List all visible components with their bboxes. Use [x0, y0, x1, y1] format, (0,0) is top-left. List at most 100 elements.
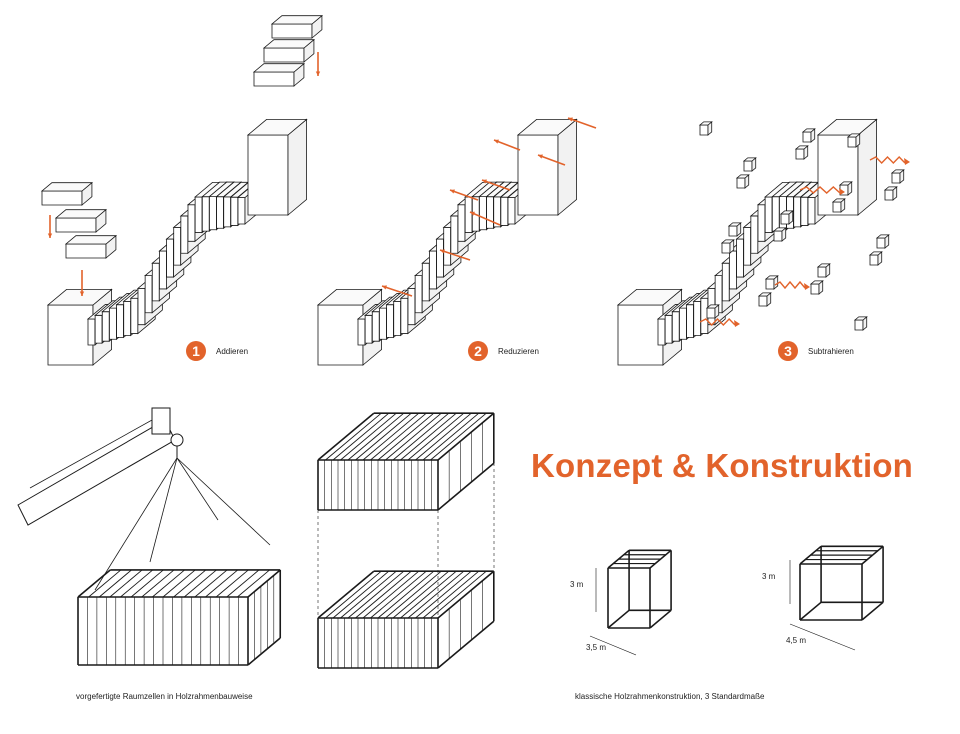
removed-block — [764, 275, 779, 290]
step-number-badge: 1 — [186, 341, 206, 361]
block-front — [317, 304, 364, 366]
block-top — [816, 119, 878, 136]
removed-block — [742, 157, 757, 172]
arrow-head — [734, 320, 740, 327]
roof-joist — [162, 569, 196, 598]
caption-modules: vorgefertigte Raumzellen in Holzrahmenba… — [76, 692, 253, 701]
block-front — [271, 23, 313, 39]
lower-module-frame — [317, 570, 495, 669]
block-front — [464, 196, 473, 233]
block-front — [758, 295, 768, 307]
step-number-badge: 2 — [468, 341, 488, 361]
block-front — [407, 287, 416, 326]
block-front — [187, 204, 196, 242]
added-block — [54, 208, 108, 233]
block-front — [263, 47, 305, 63]
roof-joist — [385, 570, 442, 619]
removed-block — [838, 181, 853, 196]
block-front — [854, 319, 864, 331]
removed-block — [794, 145, 809, 160]
frame-member — [649, 549, 672, 569]
frame-member — [607, 609, 630, 629]
frame-edge — [247, 569, 281, 598]
block-front — [764, 196, 773, 233]
block-top — [735, 174, 750, 179]
block-top — [270, 15, 324, 25]
block-top — [772, 227, 787, 232]
block-front — [436, 238, 444, 278]
frame-a-height-label: 3 m — [570, 580, 584, 589]
block-front — [429, 250, 437, 290]
arrow-head — [804, 283, 810, 290]
block-front — [800, 196, 809, 226]
block-front — [793, 196, 802, 228]
block-front — [679, 307, 687, 340]
block-front — [807, 197, 816, 225]
step-label: Subtrahieren — [808, 346, 854, 356]
block-front — [166, 238, 174, 278]
block-front — [180, 215, 189, 254]
base-block-right — [246, 118, 308, 216]
lifted-module-frame — [77, 569, 282, 666]
arrow-push-in — [567, 117, 597, 129]
block-front — [55, 217, 97, 233]
block-front — [617, 304, 664, 366]
frame-edge — [247, 637, 281, 666]
block-front — [773, 230, 783, 242]
roof-joist — [362, 570, 420, 619]
block-front — [414, 275, 423, 314]
block-front — [891, 172, 901, 184]
roof-joist — [370, 570, 427, 619]
crane-hook-block — [151, 407, 171, 435]
standard-frame-4-5m — [799, 545, 884, 621]
arrow-push-in — [469, 211, 501, 226]
subtract-arrow — [869, 155, 910, 165]
block-front — [393, 301, 402, 336]
roof-joist — [173, 569, 207, 598]
arrow-head — [839, 188, 845, 195]
removed-block — [735, 174, 750, 189]
block-front — [817, 266, 827, 278]
roof-joist — [325, 570, 382, 619]
added-block — [64, 234, 118, 259]
roof-joist — [400, 412, 457, 461]
roof-joist — [215, 569, 249, 598]
frame-member — [861, 601, 884, 621]
lifting-rope — [176, 457, 271, 546]
roof-joist — [325, 412, 382, 461]
block-front — [159, 250, 167, 290]
block-front — [201, 196, 210, 232]
block-front — [237, 197, 246, 225]
arrow-shaft — [537, 154, 566, 166]
block-side — [557, 118, 577, 216]
arrow-push-in — [439, 249, 471, 261]
arrow-shaft — [449, 189, 479, 201]
block-front — [116, 304, 124, 338]
frame-a-width-label: 3,5 m — [586, 643, 607, 652]
removed-block — [779, 210, 794, 225]
crane-pulley — [170, 433, 184, 447]
roof-joist — [340, 570, 397, 619]
block-front — [765, 278, 775, 290]
arrow-head — [440, 249, 445, 254]
block-top — [616, 288, 683, 306]
roof-joist — [355, 570, 412, 619]
block-top — [54, 209, 108, 219]
addieren-diagram — [40, 14, 324, 366]
removed-block — [757, 292, 772, 307]
arrow-shaft — [439, 249, 471, 261]
removed-block — [705, 304, 720, 319]
block-front — [94, 314, 103, 344]
block-front — [443, 226, 452, 266]
frame-member — [861, 545, 884, 565]
block-front — [457, 204, 466, 242]
roof-joist — [332, 412, 390, 461]
crane-boom-edge — [29, 409, 171, 489]
step-3: 3 Subtrahieren — [778, 341, 854, 361]
block-top — [252, 63, 306, 73]
removed-block — [846, 133, 861, 148]
block-front — [87, 318, 96, 346]
roof-joist — [347, 570, 405, 619]
block-front — [728, 225, 738, 237]
arrow-shaft — [381, 285, 413, 297]
